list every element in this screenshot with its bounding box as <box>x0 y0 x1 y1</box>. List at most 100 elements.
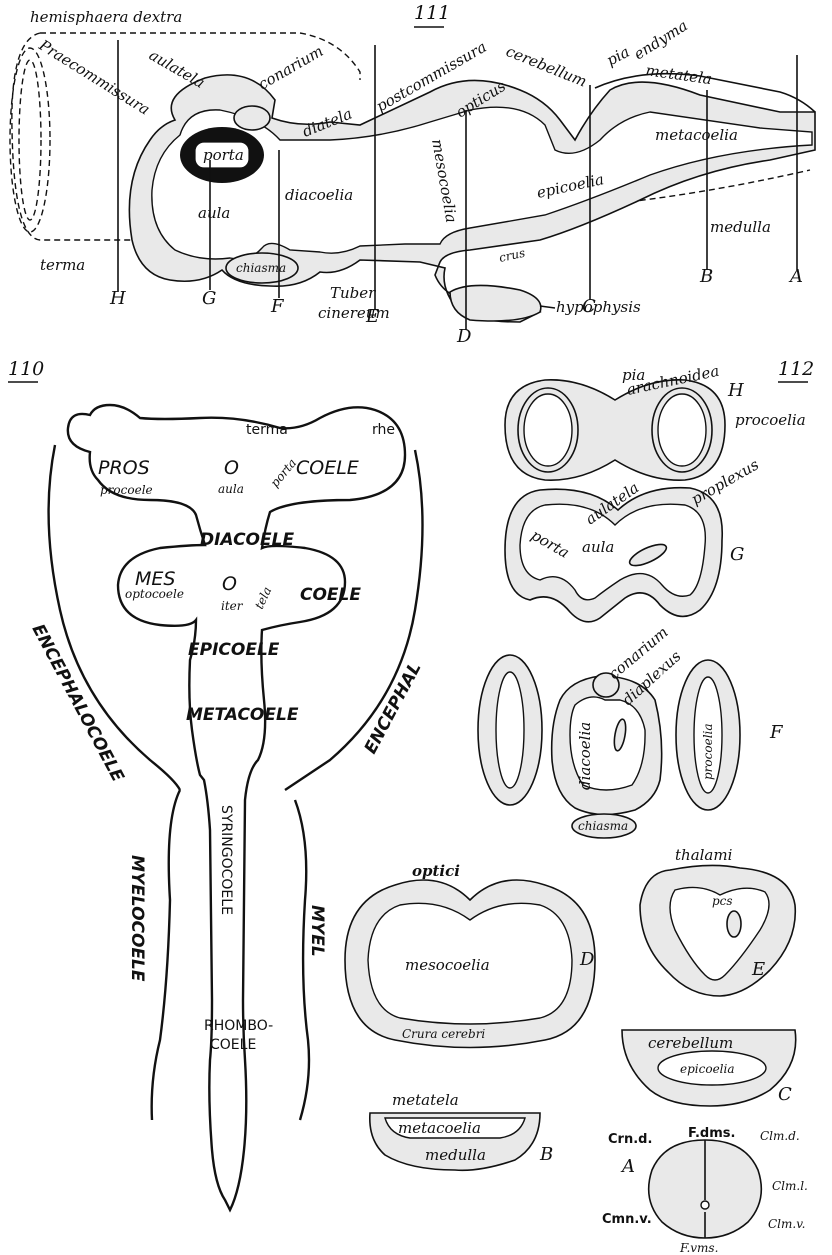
label-thalami: thalami <box>675 846 733 864</box>
section-letter-G-112: G <box>730 544 744 565</box>
label-chiasma-112: chiasma <box>578 819 628 833</box>
label-terma: terma <box>40 256 85 274</box>
figure-111: 111 hemisphaera dextra Praecommis <box>10 2 815 347</box>
section-letter-H: H <box>109 288 126 309</box>
label-cerebellum-112: cerebellum <box>648 1034 733 1052</box>
label-crus: crus <box>498 246 527 265</box>
label-rhe: rhe <box>372 422 395 438</box>
label-aulatela: aulatela <box>146 46 208 92</box>
section-C: cerebellum epicoelia C <box>622 1030 796 1106</box>
label-diacoele: DIACOELE <box>200 530 294 550</box>
section-letter-E-112: E <box>751 959 765 980</box>
label-metacoelia-112: metacoelia <box>398 1119 481 1137</box>
label-tuber: Tuber <box>330 284 376 302</box>
hemisphere-cut-inner <box>19 60 41 220</box>
label-conarium: conarium <box>255 42 326 94</box>
label-endyma: endyma <box>631 16 691 63</box>
section-H-right-cavity <box>658 394 706 466</box>
figure-111-number: 111 <box>414 2 450 24</box>
figure-110-number: 110 <box>8 358 44 380</box>
label-coele3: COELE <box>210 1037 256 1053</box>
section-letter-D: D <box>456 326 472 347</box>
label-diacoelia-112: diacoelia <box>576 722 594 790</box>
label-syringocoele: SYRINGOCOELE <box>218 805 234 915</box>
label-f-vms: F.vms. <box>679 1241 718 1255</box>
label-clm-l: Clm.l. <box>772 1179 808 1193</box>
label-metatela-112: metatela <box>392 1091 459 1109</box>
ventricular-outline <box>68 405 405 1210</box>
label-chiasma: chiasma <box>236 261 286 275</box>
section-F: conarium diaplexus diacoelia procoelia c… <box>478 623 784 838</box>
label-optocoele: optocoele <box>125 587 184 601</box>
label-porta: porta <box>203 146 244 164</box>
label-f-dms: F.dms. <box>688 1126 735 1141</box>
label-terma-110: terma <box>246 422 288 438</box>
label-aula-112: aula <box>582 538 614 556</box>
label-procoelia-F: procoelia <box>701 723 715 780</box>
section-letter-A-112: A <box>620 1156 635 1177</box>
label-o2: O <box>222 573 237 595</box>
label-myelocoele: MYELOCOELE <box>127 855 147 982</box>
label-myel: MYEL <box>307 905 327 957</box>
section-A-central-canal <box>701 1201 709 1209</box>
section-letter-F: F <box>270 296 285 317</box>
label-pros: PROS <box>98 457 150 479</box>
section-letter-F-112: F <box>769 722 784 743</box>
section-E: thalami pcs E <box>640 846 795 996</box>
label-epicoele: EPICOELE <box>188 640 280 660</box>
label-medulla-112: medulla <box>425 1146 486 1164</box>
section-E-plexus <box>727 911 741 937</box>
section-H-left-cavity <box>524 394 572 466</box>
label-metacoelia: metacoelia <box>655 126 738 144</box>
label-porta-110: porta <box>268 456 300 490</box>
label-o1: O <box>224 457 239 479</box>
hypophysis-leader <box>540 306 555 308</box>
label-medulla: medulla <box>710 218 771 236</box>
myel-curve-right <box>295 800 309 1120</box>
label-praecommissura: Praecommissura <box>35 36 153 119</box>
hypophysis-blob <box>450 285 541 321</box>
section-letter-B-112: B <box>539 1144 553 1165</box>
section-H: pia arachnoidea procoelia H <box>505 362 806 480</box>
label-coele: COELE <box>296 457 359 479</box>
figure-112-number: 112 <box>778 358 814 380</box>
section-letter-C-112: C <box>778 1084 792 1105</box>
label-aula: aula <box>198 204 230 222</box>
section-letter-H-112: H <box>727 380 744 401</box>
label-iter: iter <box>221 599 244 613</box>
section-letter-D-112: D <box>579 949 595 970</box>
label-clm-v: Clm.v. <box>768 1217 805 1231</box>
figure-112: 112 pia arachnoidea procoelia H aulatela… <box>345 358 814 1255</box>
label-cerebellum: cerebellum <box>504 42 590 91</box>
section-letter-G: G <box>202 288 216 309</box>
myel-curve-left <box>152 790 180 1120</box>
label-epicoelia-112: epicoelia <box>680 1062 735 1076</box>
label-optici: optici <box>412 862 460 880</box>
label-coele2: COELE <box>300 585 361 605</box>
label-procoele: procoele <box>100 483 153 497</box>
label-tela: tela <box>252 585 274 612</box>
label-diacoelia: diacoelia <box>285 186 353 204</box>
section-A: Crn.d. F.dms. Clm.d. Clm.l. Cmn.v. Clm.v… <box>602 1126 808 1255</box>
conarium-blob <box>234 106 270 130</box>
label-encephalocoele: ENCEPHALOCOELE <box>28 621 128 786</box>
hemisphere-cut-surface <box>10 48 50 232</box>
label-crura-cerebri: Crura cerebri <box>402 1027 485 1041</box>
section-D: optici mesocoelia Crura cerebri D <box>345 862 595 1048</box>
label-metacoele: METACOELE <box>186 705 299 725</box>
label-pia: pia <box>603 43 632 70</box>
label-pcs: pcs <box>712 894 733 908</box>
section-letter-C: C <box>582 296 596 317</box>
label-hypophysis: hypophysis <box>556 298 641 316</box>
label-rhombo: RHOMBO- <box>204 1018 273 1034</box>
label-procoelia-H: procoelia <box>735 411 806 429</box>
section-letter-A: A <box>788 266 803 287</box>
label-clm-d: Clm.d. <box>760 1129 800 1143</box>
label-aula-110: aula <box>218 482 244 496</box>
label-crn-d: Crn.d. <box>608 1132 652 1147</box>
figure-110: 110 terma rhe PROS O COELE procoele aula… <box>8 358 426 1210</box>
label-mesocoelia-112: mesocoelia <box>405 956 490 974</box>
section-letter-E: E <box>365 306 379 327</box>
section-F-left-cavity <box>496 672 524 788</box>
